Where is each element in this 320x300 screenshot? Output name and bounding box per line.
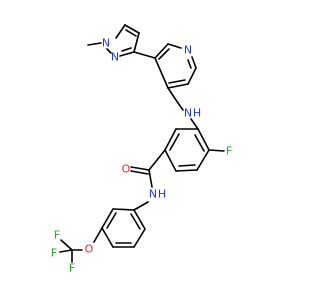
bond-c-f <box>208 149 225 152</box>
bond-pz-n1-c5 <box>115 24 126 39</box>
bond-cf3-f1 <box>60 239 73 251</box>
bond-c-o-b <box>130 170 149 175</box>
bond-py-c3-c2 <box>154 43 169 59</box>
bond-bz-c1-c2 <box>164 128 177 151</box>
bond-lines <box>59 24 225 263</box>
bond-py-c2-n <box>167 43 182 49</box>
atom-pyrazole-n2: N <box>111 51 119 64</box>
atom-carbonyl-o: O <box>122 163 131 176</box>
bond-pz-c4-c3 <box>133 32 140 53</box>
bond-pz-c5-c4-inner <box>125 29 137 37</box>
bond-ph-c6-c1 <box>133 209 146 230</box>
bond-ph-c1-c2 <box>112 208 135 211</box>
bond-py-c5-c4-inner <box>168 79 186 84</box>
bond-py-n-c6 <box>191 56 197 69</box>
atom-cf3-f1: F <box>54 229 60 242</box>
atom-fluoro-f: F <box>226 145 232 158</box>
bond-py-c4-c3 <box>154 57 169 89</box>
bond-py-c6-c5 <box>187 67 197 85</box>
atom-cf3-f2: F <box>51 247 57 260</box>
bond-ch2-nh <box>177 102 184 111</box>
bond-pz-c5-c4 <box>124 24 140 34</box>
bond-pz-py-link <box>133 51 156 59</box>
atom-labels: N N N N H F O N H O F F F <box>51 37 232 275</box>
bond-bz-c3-c4 <box>197 128 210 151</box>
bond-n-phenyl <box>133 201 149 211</box>
bond-py-c3-c2-inner <box>158 48 170 60</box>
atom-pyrazole-n1: N <box>102 37 110 50</box>
bond-pz-c3-n2 <box>119 51 135 57</box>
atom-amide-h: H <box>158 188 166 201</box>
bond-nh-ring <box>190 118 199 130</box>
bond-py-n-c6-inner <box>187 59 192 69</box>
atom-pyridine-n: N <box>184 44 192 57</box>
bond-pz-n2-n1 <box>106 48 112 54</box>
bond-pz-c3-n2-inner <box>121 47 132 52</box>
bond-carbonyl-n <box>148 169 153 188</box>
bond-py-c5-c4 <box>167 83 189 89</box>
molecule-structure-diagram: N N N N H F O N H O F F F <box>51 24 232 275</box>
atom-cf3-f3: F <box>69 262 75 275</box>
bond-methyl-n1 <box>87 42 102 46</box>
atom-amide-n: N <box>149 188 157 201</box>
bond-bz-c4-c5 <box>196 149 210 171</box>
bond-py-ch2 <box>167 87 179 104</box>
atom-amine-h: H <box>193 107 201 120</box>
bond-ph-c3-c4 <box>101 227 114 248</box>
bond-ph-c6-c1-inner <box>130 213 141 230</box>
atom-amine-n: N <box>184 107 192 120</box>
bond-c-o-a <box>130 166 150 171</box>
bond-ph-c5-c6 <box>133 228 146 248</box>
bond-bz-c1-c2-inner <box>169 133 180 151</box>
bond-ph-o <box>93 227 103 243</box>
bond-ph-c2-c3-inner <box>106 212 117 229</box>
bond-bz-c6-c1 <box>164 149 177 172</box>
atom-ether-o: O <box>85 243 94 256</box>
bond-bz-c5-c6-inner <box>178 164 196 167</box>
bond-bz-c3-c4-inner <box>194 134 205 152</box>
bond-ring-carbonyl <box>148 149 166 171</box>
bond-bz-c5-c6 <box>175 169 198 172</box>
bond-cf3-f2 <box>59 249 73 253</box>
bond-ph-c2-c3 <box>101 208 114 229</box>
